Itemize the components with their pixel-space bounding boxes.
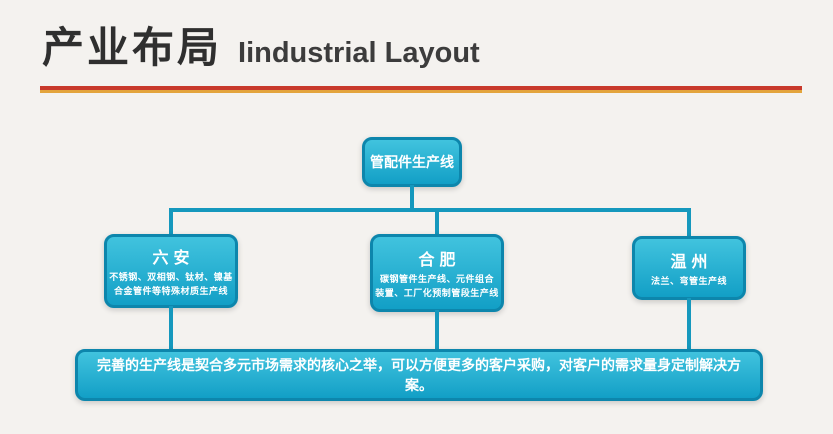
summary-bar: 完善的生产线是契合多元市场需求的核心之举，可以方便更多的客户采购，对客户的需求量… — [75, 349, 763, 401]
summary-text: 完善的生产线是契合多元市场需求的核心之举，可以方便更多的客户采购，对客户的需求量… — [97, 357, 741, 393]
connector-hefei-to-summary — [435, 310, 439, 352]
node-luan-desc: 不锈钢、双相钢、钛材、镍基 合金管件等特殊材质生产线 — [109, 271, 233, 296]
connector-luan-to-summary — [169, 306, 173, 352]
node-hefei-title: 合肥 — [418, 251, 461, 269]
node-wenzhou-desc: 法兰、弯管生产线 — [650, 275, 727, 286]
page-title-zh: 产业布局 — [42, 24, 223, 71]
connector-drop-wenzhou — [687, 208, 691, 238]
node-luan: 六安 不锈钢、双相钢、钛材、镍基 合金管件等特殊材质生产线 — [104, 234, 238, 308]
node-luan-title: 六安 — [152, 249, 195, 267]
connector-root-stem — [410, 185, 414, 212]
page-title: 产业布局 Iindustrial Layout — [42, 14, 480, 75]
node-hefei-desc: 碳钢管件生产线、元件组合 装置、工厂化预制管段生产线 — [375, 273, 499, 298]
connector-horizontal-bar — [169, 208, 691, 212]
root-node-label: 管配件生产线 — [370, 154, 454, 170]
connector-wenzhou-to-summary — [687, 298, 691, 352]
title-underline — [40, 86, 802, 93]
node-wenzhou-title: 温州 — [670, 253, 713, 271]
root-node: 管配件生产线 — [362, 137, 462, 187]
connector-drop-luan — [169, 208, 173, 236]
node-wenzhou: 温州 法兰、弯管生产线 — [632, 236, 746, 300]
node-hefei: 合肥 碳钢管件生产线、元件组合 装置、工厂化预制管段生产线 — [370, 234, 504, 312]
connector-drop-hefei — [435, 208, 439, 236]
page-title-en: Iindustrial Layout — [238, 37, 480, 69]
